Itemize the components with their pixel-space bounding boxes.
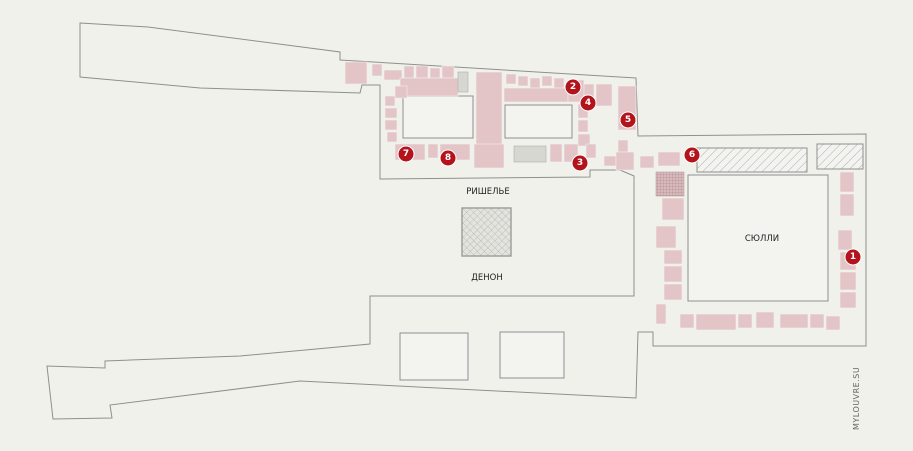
cour-carree — [687, 174, 829, 302]
pyramid — [461, 207, 512, 257]
credit-text[interactable]: MYLOUVRE.SU — [852, 367, 861, 430]
marker-2-label: 2 — [570, 82, 576, 92]
courtyards — [399, 95, 829, 381]
denon-courtyard-west — [399, 332, 469, 381]
building-outline — [46, 22, 867, 420]
marker-3[interactable]: 3 — [571, 154, 589, 172]
marker-1[interactable]: 1 — [844, 248, 862, 266]
grid-area — [655, 171, 685, 197]
wing-label-sully: СЮЛЛИ — [745, 234, 779, 244]
marker-1-label: 1 — [850, 252, 856, 262]
wing-label-richelieu: РИШЕЛЬЕ — [466, 187, 510, 197]
marker-4[interactable]: 4 — [579, 94, 597, 112]
denon-courtyard-east — [499, 331, 565, 379]
marker-3-label: 3 — [577, 158, 583, 168]
marker-5-label: 5 — [625, 115, 631, 125]
marker-7-label: 7 — [403, 149, 409, 159]
sully-rooms — [655, 171, 857, 331]
marker-7[interactable]: 7 — [397, 145, 415, 163]
richelieu-rooms — [344, 61, 681, 171]
marker-5[interactable]: 5 — [619, 111, 637, 129]
richelieu-courtyard-west — [402, 95, 474, 139]
marker-2[interactable]: 2 — [564, 78, 582, 96]
marker-8[interactable]: 8 — [439, 149, 457, 167]
hatched-areas — [696, 143, 864, 173]
marker-8-label: 8 — [445, 153, 451, 163]
marker-6[interactable]: 6 — [683, 146, 701, 164]
marker-4-label: 4 — [585, 98, 591, 108]
richelieu-courtyard-east — [504, 104, 573, 139]
marker-6-label: 6 — [689, 150, 695, 160]
wing-label-denon: ДЕНОН — [471, 273, 503, 283]
